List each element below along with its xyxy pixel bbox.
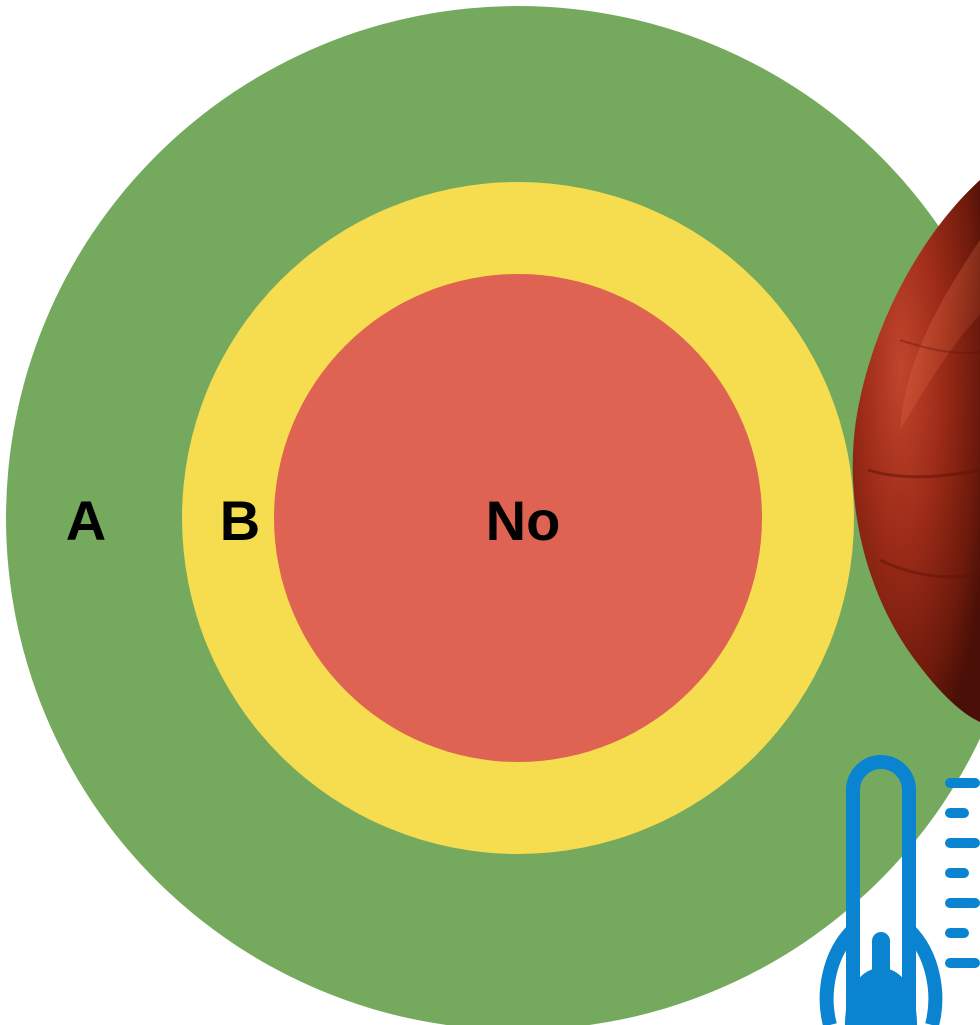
thermometer-icon — [827, 762, 980, 1025]
ring-outer-label: A — [66, 489, 106, 552]
ring-middle-label: B — [220, 489, 260, 552]
ring-inner-label: No — [486, 489, 561, 552]
